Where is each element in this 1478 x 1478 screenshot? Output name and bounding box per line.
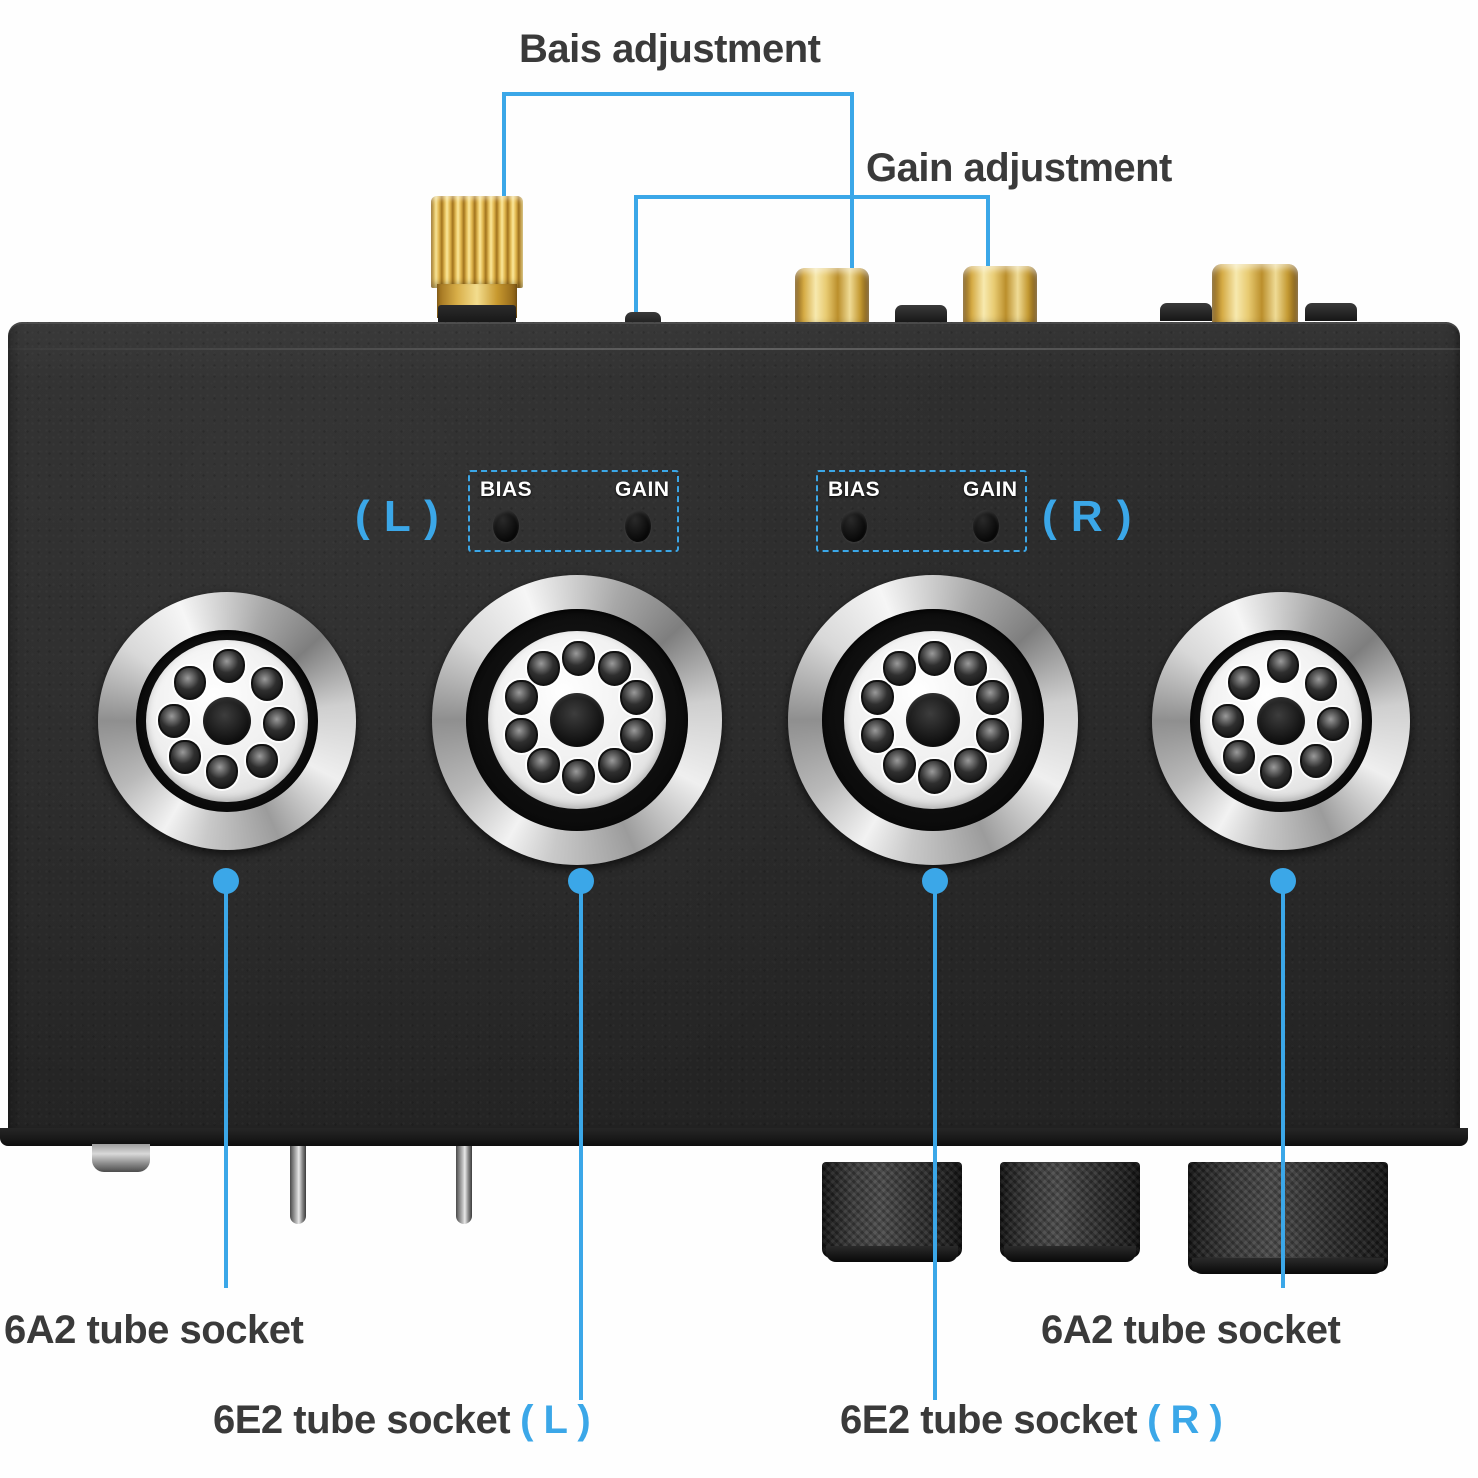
socket-pin [1305,667,1337,701]
socket-pin [505,680,538,715]
channel-marker-left: ( L ) [355,492,440,541]
callout-bias-adjustment: Bais adjustment [519,27,821,71]
socket-center-hole [203,697,251,745]
caption-6e2-tube-socket-right: 6E2 tube socket( R ) [840,1398,1223,1443]
caption-6e2-left-channel: ( L ) [520,1398,591,1442]
front-knob-2[interactable] [1000,1162,1140,1258]
socket-pin [918,641,951,676]
trim-label-gain-right: GAIN [963,478,1018,501]
socket-pin [1212,704,1244,738]
gain-leader-bar [636,195,990,199]
metal-post-2 [456,1146,472,1224]
trim-pot-gain-left[interactable] [625,510,651,542]
socket-pin [1223,740,1255,774]
socket-pin [1300,744,1332,778]
socket-pin [598,651,631,686]
trim-group-left: BIAS GAIN [468,470,679,552]
front-knob-1-lip [826,1246,958,1262]
socket-pin [883,748,916,783]
caption-6a2-tube-socket-right: 6A2 tube socket [1041,1308,1341,1353]
trim-pot-bias-right[interactable] [841,510,867,542]
socket-6a2-right-leader [1281,888,1285,1288]
socket-pin [206,755,238,789]
socket-center-hole [1257,697,1305,745]
socket-pin [213,649,245,683]
rear-nub-4 [1305,303,1357,321]
socket-pin [505,718,538,753]
caption-6e2-right-channel: ( R ) [1147,1398,1223,1442]
socket-6a2-left-leader [224,888,228,1288]
socket-pin [861,680,894,715]
socket-pin [169,740,201,774]
socket-pin [1260,755,1292,789]
socket-center-hole [550,693,604,747]
rear-nub-2 [895,305,947,323]
socket-pin [1228,666,1260,700]
caption-6e2-tube-socket-left: 6E2 tube socket( L ) [213,1398,591,1443]
socket-pin [1317,707,1349,741]
socket-pin [598,748,631,783]
chassis-bottom-edge [0,1128,1468,1146]
socket-pin [158,704,190,738]
trim-pot-bias-left[interactable] [493,510,519,542]
trim-group-right: BIAS GAIN [816,470,1027,552]
socket-pin [562,759,595,794]
trim-label-gain-left: GAIN [615,478,670,501]
silver-jack [92,1144,150,1172]
front-knob-1[interactable] [822,1162,962,1258]
socket-pin [620,680,653,715]
socket-pin [620,718,653,753]
socket-pin [527,651,560,686]
socket-pin [263,707,295,741]
trim-label-bias-right: BIAS [828,478,881,501]
tube-socket-6a2-right[interactable] [1152,592,1410,850]
socket-pin [246,744,278,778]
socket-pin [976,718,1009,753]
socket-pin [1267,649,1299,683]
front-knob-3[interactable] [1188,1162,1388,1272]
caption-6e2-left-text: 6E2 tube socket [213,1398,511,1442]
callout-gain-adjustment: Gain adjustment [866,146,1172,190]
socket-pin [174,666,206,700]
socket-pin [954,651,987,686]
chassis-top-bevel [8,348,1460,350]
socket-pin [251,667,283,701]
socket-6e2-right-leader [933,888,937,1400]
socket-6e2-left-leader [579,888,583,1400]
socket-pin [918,759,951,794]
socket-pin [954,748,987,783]
socket-pin [976,680,1009,715]
tube-socket-6e2-right[interactable] [788,575,1078,865]
tube-socket-6e2-left[interactable] [432,575,722,865]
metal-post-1 [290,1146,306,1224]
tube-socket-6a2-left[interactable] [98,592,356,850]
caption-6a2-left-text: 6A2 tube socket [4,1308,304,1352]
socket-pin [527,748,560,783]
channel-marker-right: ( R ) [1042,492,1133,541]
caption-6e2-right-text: 6E2 tube socket [840,1398,1138,1442]
front-knob-3-lip [1192,1258,1384,1274]
socket-center-hole [906,693,960,747]
bias-leader-bar [504,92,854,96]
caption-6a2-right-text: 6A2 tube socket [1041,1308,1341,1352]
socket-pin [562,641,595,676]
rear-nub-3 [1160,303,1212,321]
trim-pot-gain-right[interactable] [973,510,999,542]
socket-pin [861,718,894,753]
front-knob-2-lip [1004,1246,1136,1262]
trim-label-bias-left: BIAS [480,478,533,501]
caption-6a2-tube-socket-left: 6A2 tube socket [4,1308,304,1353]
socket-pin [883,651,916,686]
